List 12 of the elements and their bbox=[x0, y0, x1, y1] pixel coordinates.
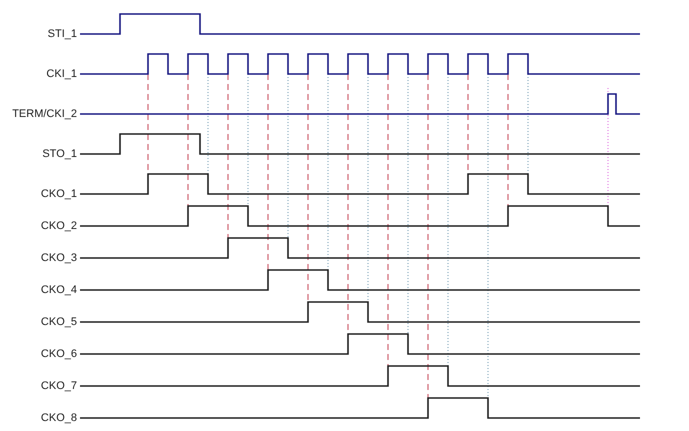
signal-name: STI_1 bbox=[48, 27, 77, 41]
signal-name: CKO_2 bbox=[40, 219, 77, 233]
signal-name: CKO_1 bbox=[40, 187, 77, 201]
signal-name: TERM/CKI_2 bbox=[12, 107, 77, 121]
signal-name: CKI_1 bbox=[46, 67, 77, 81]
signal-name: CKO_8 bbox=[40, 411, 77, 425]
signal-name: CKO_5 bbox=[40, 315, 77, 329]
signal-name: CKO_6 bbox=[40, 347, 77, 361]
signal-name: CKO_4 bbox=[40, 283, 77, 297]
signal-name: CKO_7 bbox=[40, 379, 77, 393]
signal-name: STO_1 bbox=[42, 147, 77, 161]
signal-name: CKO_3 bbox=[40, 251, 77, 265]
